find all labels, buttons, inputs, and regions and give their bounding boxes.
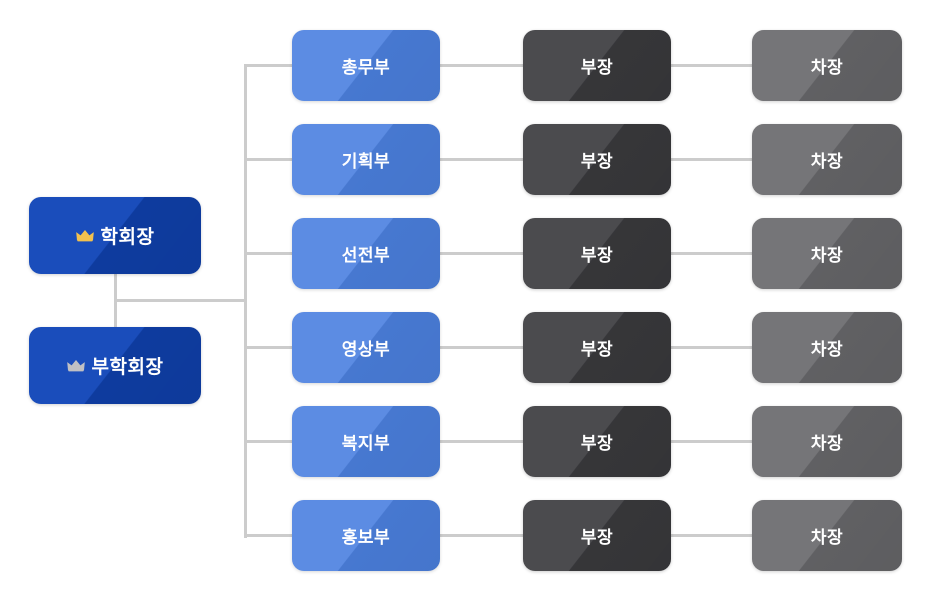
node-deputy-5[interactable]: 차장 — [752, 406, 902, 477]
node-president-label-wrap: 학회장 — [75, 222, 155, 249]
crown-icon — [66, 359, 85, 372]
connector-trunk-to-dept-3 — [244, 252, 294, 255]
node-manager-1[interactable]: 부장 — [523, 30, 671, 101]
connector-dept-to-manager-4 — [438, 346, 525, 349]
node-deputy-3[interactable]: 차장 — [752, 218, 902, 289]
node-vice-president[interactable]: 부학회장 — [29, 327, 201, 404]
node-manager-6[interactable]: 부장 — [523, 500, 671, 571]
connector-manager-to-deputy-5 — [669, 440, 754, 443]
node-deputy-4[interactable]: 차장 — [752, 312, 902, 383]
node-deputy-4-text: 차장 — [810, 340, 844, 359]
connector-dept-to-manager-1 — [438, 64, 525, 67]
node-vice-president-label-wrap: 부학회장 — [66, 352, 164, 379]
crown-icon — [75, 229, 94, 242]
connector-dept-to-manager-5 — [438, 440, 525, 443]
node-department-4-text: 영상부 — [341, 340, 391, 359]
node-deputy-1-text: 차장 — [810, 58, 844, 77]
connector-exec-to-trunk — [114, 299, 247, 302]
node-manager-3[interactable]: 부장 — [523, 218, 671, 289]
node-manager-3-text: 부장 — [580, 246, 614, 265]
node-department-1[interactable]: 총무부 — [292, 30, 440, 101]
node-department-2[interactable]: 기획부 — [292, 124, 440, 195]
node-department-5[interactable]: 복지부 — [292, 406, 440, 477]
connector-trunk-to-dept-4 — [244, 346, 294, 349]
node-manager-2-text: 부장 — [580, 152, 614, 171]
node-department-4[interactable]: 영상부 — [292, 312, 440, 383]
connector-trunk-to-dept-5 — [244, 440, 294, 443]
connector-trunk-to-dept-1 — [244, 64, 294, 67]
connector-trunk-to-dept-6 — [244, 534, 294, 537]
node-president-text: 학회장 — [100, 227, 155, 248]
connector-manager-to-deputy-3 — [669, 252, 754, 255]
node-deputy-6[interactable]: 차장 — [752, 500, 902, 571]
connector-dept-to-manager-2 — [438, 158, 525, 161]
node-department-5-text: 복지부 — [341, 434, 391, 453]
connector-manager-to-deputy-1 — [669, 64, 754, 67]
connector-trunk-to-dept-2 — [244, 158, 294, 161]
node-deputy-5-text: 차장 — [810, 434, 844, 453]
node-department-6-text: 홍보부 — [341, 528, 391, 547]
node-manager-6-text: 부장 — [580, 528, 614, 547]
node-department-6[interactable]: 홍보부 — [292, 500, 440, 571]
node-deputy-2[interactable]: 차장 — [752, 124, 902, 195]
node-manager-5-text: 부장 — [580, 434, 614, 453]
node-department-3-text: 선전부 — [341, 246, 391, 265]
node-vice-president-text: 부학회장 — [91, 357, 164, 378]
node-manager-2[interactable]: 부장 — [523, 124, 671, 195]
node-deputy-2-text: 차장 — [810, 152, 844, 171]
node-manager-1-text: 부장 — [580, 58, 614, 77]
node-deputy-3-text: 차장 — [810, 246, 844, 265]
connector-manager-to-deputy-2 — [669, 158, 754, 161]
connector-manager-to-deputy-6 — [669, 534, 754, 537]
connector-dept-to-manager-3 — [438, 252, 525, 255]
node-deputy-6-text: 차장 — [810, 528, 844, 547]
node-department-3[interactable]: 선전부 — [292, 218, 440, 289]
node-department-1-text: 총무부 — [341, 58, 391, 77]
node-department-2-text: 기획부 — [341, 152, 391, 171]
node-manager-4-text: 부장 — [580, 340, 614, 359]
connector-dept-to-manager-6 — [438, 534, 525, 537]
connector-trunk-vertical — [244, 64, 247, 538]
node-manager-5[interactable]: 부장 — [523, 406, 671, 477]
node-president[interactable]: 학회장 — [29, 197, 201, 274]
node-deputy-1[interactable]: 차장 — [752, 30, 902, 101]
node-manager-4[interactable]: 부장 — [523, 312, 671, 383]
connector-manager-to-deputy-4 — [669, 346, 754, 349]
